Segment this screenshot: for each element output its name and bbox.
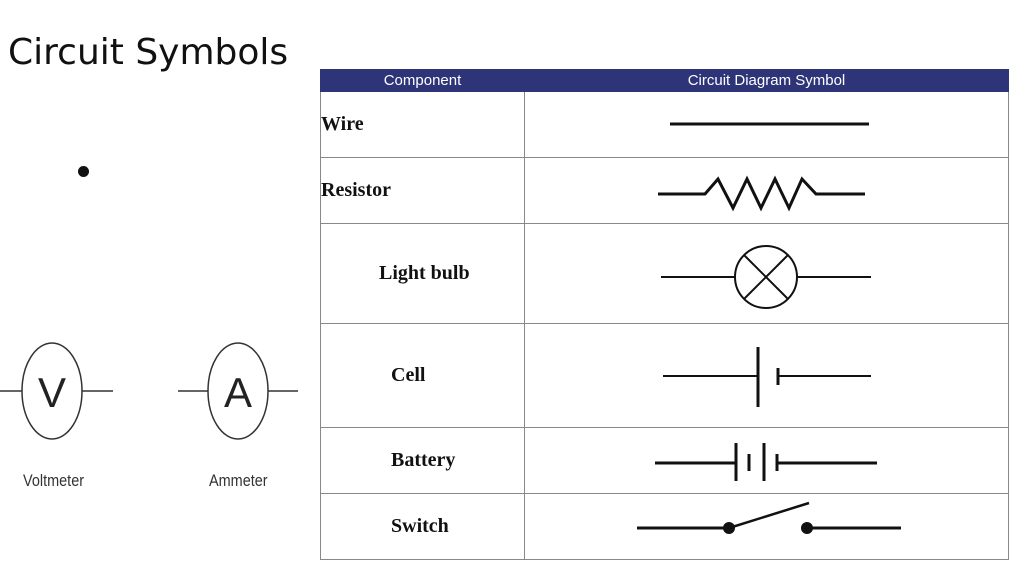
symbol-cell — [524, 91, 1009, 158]
component-name: Battery — [320, 427, 525, 494]
table-row: Battery — [320, 427, 1009, 494]
component-name: Switch — [320, 493, 525, 560]
table-row: Light bulb — [320, 223, 1009, 324]
component-name: Cell — [320, 323, 525, 428]
symbols-table: Component Circuit Diagram Symbol Wire Re… — [320, 69, 1009, 560]
ammeter-label: Ammeter — [209, 471, 268, 490]
symbol-cell — [524, 427, 1009, 494]
table-row: Resistor — [320, 157, 1009, 224]
table-row: Cell — [320, 323, 1009, 428]
switch-symbol-icon — [637, 501, 901, 534]
table-row: Wire — [320, 91, 1009, 158]
component-name: Resistor — [320, 157, 525, 224]
symbol-cell — [524, 493, 1009, 560]
wire-symbol-icon — [670, 122, 869, 125]
table-row: Switch — [320, 493, 1009, 560]
symbol-cell — [524, 157, 1009, 224]
ammeter-icon: A — [178, 342, 298, 440]
voltmeter-label: Voltmeter — [23, 471, 85, 490]
component-name: Wire — [320, 91, 525, 158]
symbol-cell — [524, 323, 1009, 428]
slide-title: Circuit Symbols — [8, 32, 289, 73]
header-symbol: Circuit Diagram Symbol — [524, 69, 1009, 92]
resistor-symbol-icon — [658, 175, 865, 212]
ammeter-letter: A — [224, 369, 252, 416]
voltmeter-icon: V — [0, 342, 113, 440]
voltmeter-letter: V — [38, 369, 66, 416]
meter-symbols: V A — [0, 342, 298, 440]
header-component: Component — [320, 69, 525, 92]
light-bulb-symbol-icon — [661, 244, 871, 309]
table-header-row: Component Circuit Diagram Symbol — [320, 69, 1009, 92]
battery-symbol-icon — [655, 442, 877, 481]
cell-symbol-icon — [663, 346, 871, 407]
bullet-point — [78, 166, 89, 177]
symbol-cell — [524, 223, 1009, 324]
component-name: Light bulb — [320, 223, 525, 324]
